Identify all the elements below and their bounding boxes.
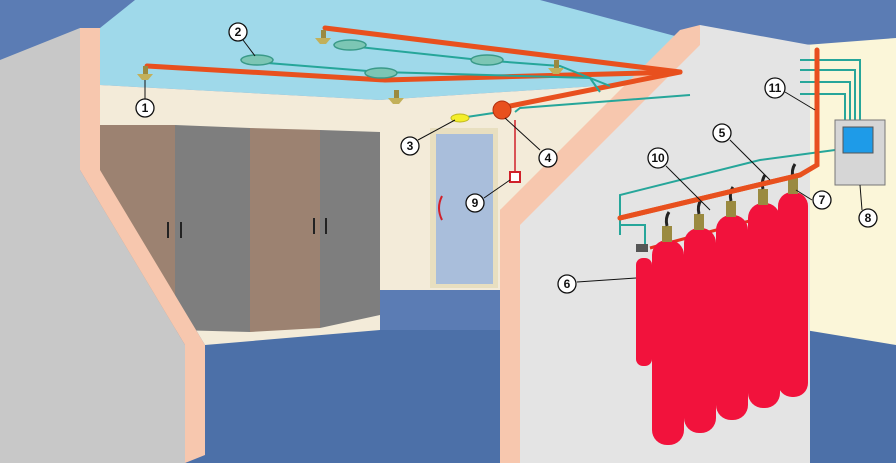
label-5: 5 [712,123,732,143]
gas-cylinders [636,163,808,445]
right-partition-edge [500,25,700,463]
svg-text:4: 4 [545,151,552,165]
svg-text:1: 1 [142,101,149,115]
label-7: 7 [812,190,832,210]
light-alarm [450,113,470,123]
door [430,128,498,288]
svg-text:5: 5 [719,126,726,140]
pilot-cylinder [636,244,652,366]
leader-lines [144,39,863,283]
label-2: 2 [228,22,248,42]
svg-text:2: 2 [235,25,242,39]
right-wall [805,38,896,345]
svg-text:6: 6 [564,277,571,291]
left-partition-edge [80,28,205,463]
sound-alarm [492,100,512,120]
label-3: 3 [400,136,420,156]
svg-text:10: 10 [651,151,665,165]
label-9: 9 [465,193,485,213]
svg-text:8: 8 [865,211,872,225]
nozzles [137,30,564,104]
ceiling-pipes [144,25,691,119]
label-8: 8 [858,208,878,228]
svg-text:3: 3 [407,139,414,153]
label-6: 6 [557,274,577,294]
svg-text:7: 7 [819,193,826,207]
manifold [617,172,803,221]
manual-release-button [509,171,521,183]
label-10: 10 [647,147,669,169]
label-1: 1 [135,98,155,118]
label-4: 4 [538,148,558,168]
server-cabinets [100,125,380,332]
svg-text:11: 11 [769,81,782,95]
smoke-detectors [240,39,504,79]
control-panel [834,119,886,186]
left-partition [0,28,185,463]
svg-text:9: 9 [472,196,479,210]
label-11: 11 [764,77,786,99]
